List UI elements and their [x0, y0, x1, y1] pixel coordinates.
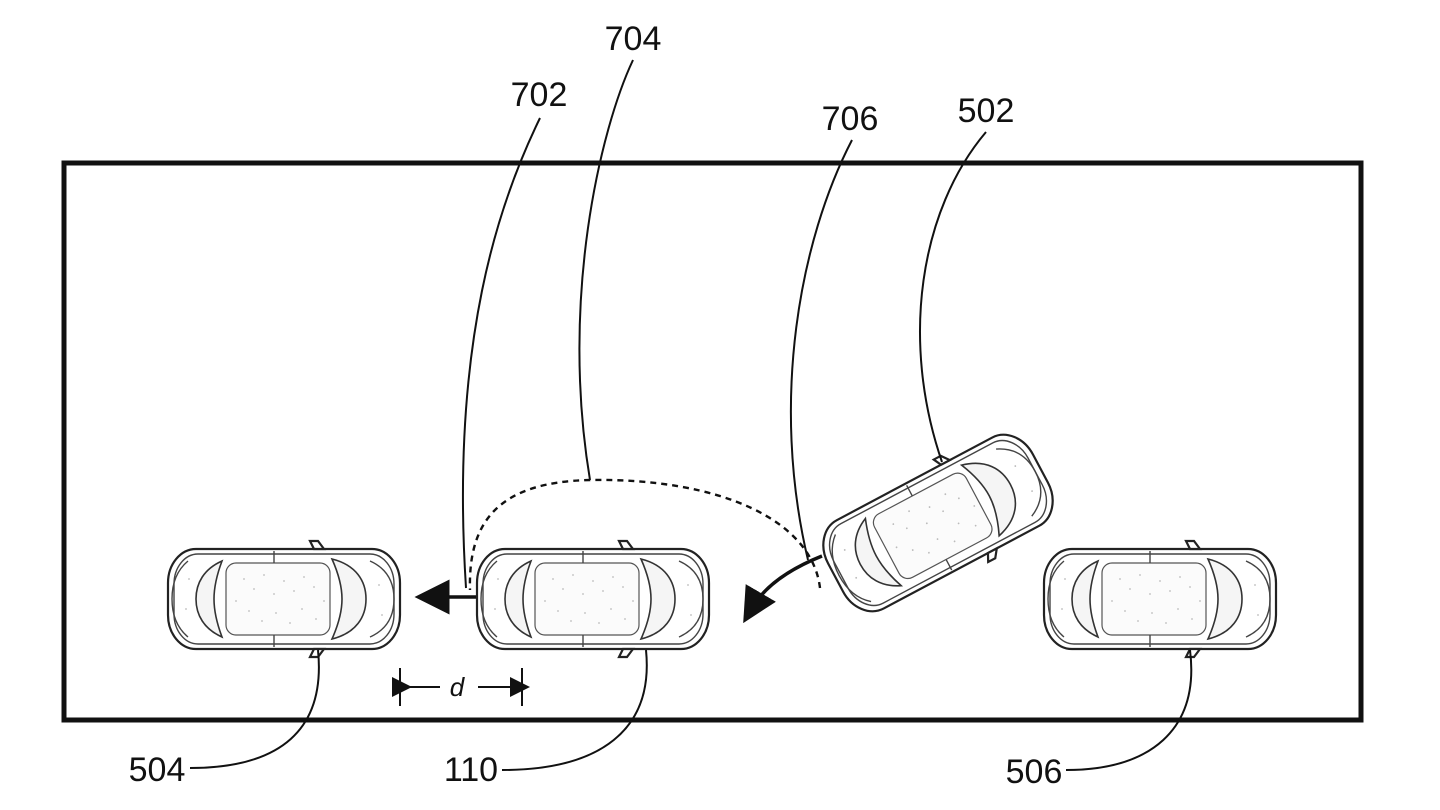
- leader-110: [501, 649, 648, 771]
- parking-area-frame: [61, 160, 1364, 723]
- ref-label-504: 504: [129, 751, 186, 789]
- ref-label-502: 502: [958, 92, 1015, 130]
- motion-arrow-706: [743, 554, 823, 624]
- vehicle-110: [475, 539, 711, 659]
- leader-702: [461, 117, 541, 589]
- leader-506: [1065, 649, 1193, 771]
- ref-label-704: 704: [605, 20, 662, 58]
- ref-label-702: 702: [511, 76, 568, 114]
- leader-502: [918, 131, 987, 463]
- ref-label-506: 506: [1006, 753, 1063, 791]
- parked-vehicle-506: [1042, 539, 1278, 659]
- ref-label-706: 706: [822, 100, 879, 138]
- distance-label: d: [450, 672, 466, 702]
- distance-dimension: d: [392, 668, 530, 706]
- leader-704: [578, 59, 634, 481]
- projected-path-704: [468, 478, 822, 591]
- ref-label-110: 110: [444, 751, 498, 789]
- parked-vehicle-504: [166, 539, 402, 659]
- leader-706: [789, 139, 853, 561]
- leader-504: [189, 649, 320, 769]
